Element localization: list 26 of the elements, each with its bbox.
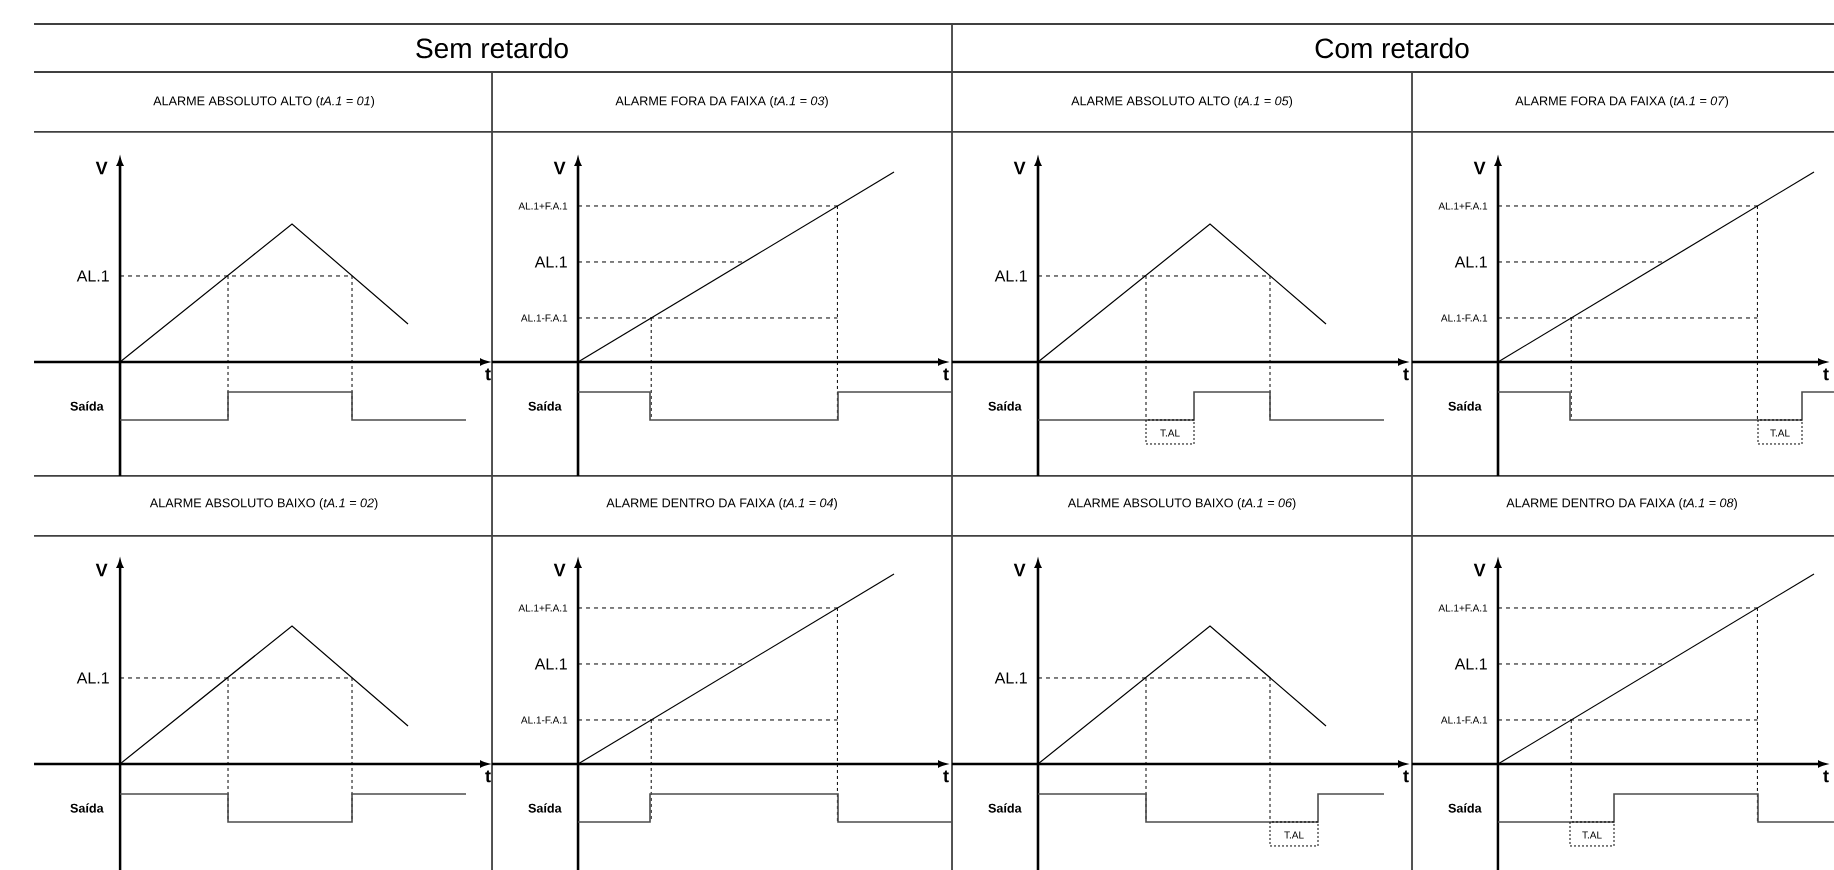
axis-label: t xyxy=(943,770,949,783)
level-label: AL.1 xyxy=(1454,256,1487,268)
column-header: Sem retardo xyxy=(416,37,568,59)
axis-label: V xyxy=(95,161,108,175)
axis-label: V xyxy=(1473,563,1486,577)
level-label: AL.1 xyxy=(76,270,109,282)
axis-label: V xyxy=(1013,563,1026,577)
axis-label: V xyxy=(553,563,566,577)
level-label: AL.1 xyxy=(1454,658,1487,670)
axis-label: V xyxy=(95,563,108,577)
axis-label: t xyxy=(1823,368,1829,381)
axis-label: t xyxy=(943,368,949,381)
axis-label: V xyxy=(553,161,566,175)
level-label: AL.1 xyxy=(76,672,109,684)
level-label: AL.1 xyxy=(994,270,1027,282)
axis-label: V xyxy=(1473,161,1486,175)
axis-label: t xyxy=(485,368,491,381)
level-label: AL.1 xyxy=(534,658,567,670)
level-label: AL.1 xyxy=(534,256,567,268)
axis-label: t xyxy=(1403,368,1409,381)
axis-label: t xyxy=(1403,770,1409,783)
axis-label: t xyxy=(485,770,491,783)
column-header: Com retardo xyxy=(1315,37,1469,59)
level-label: AL.1 xyxy=(994,672,1027,684)
axis-label: t xyxy=(1823,770,1829,783)
axis-label: V xyxy=(1013,161,1026,175)
